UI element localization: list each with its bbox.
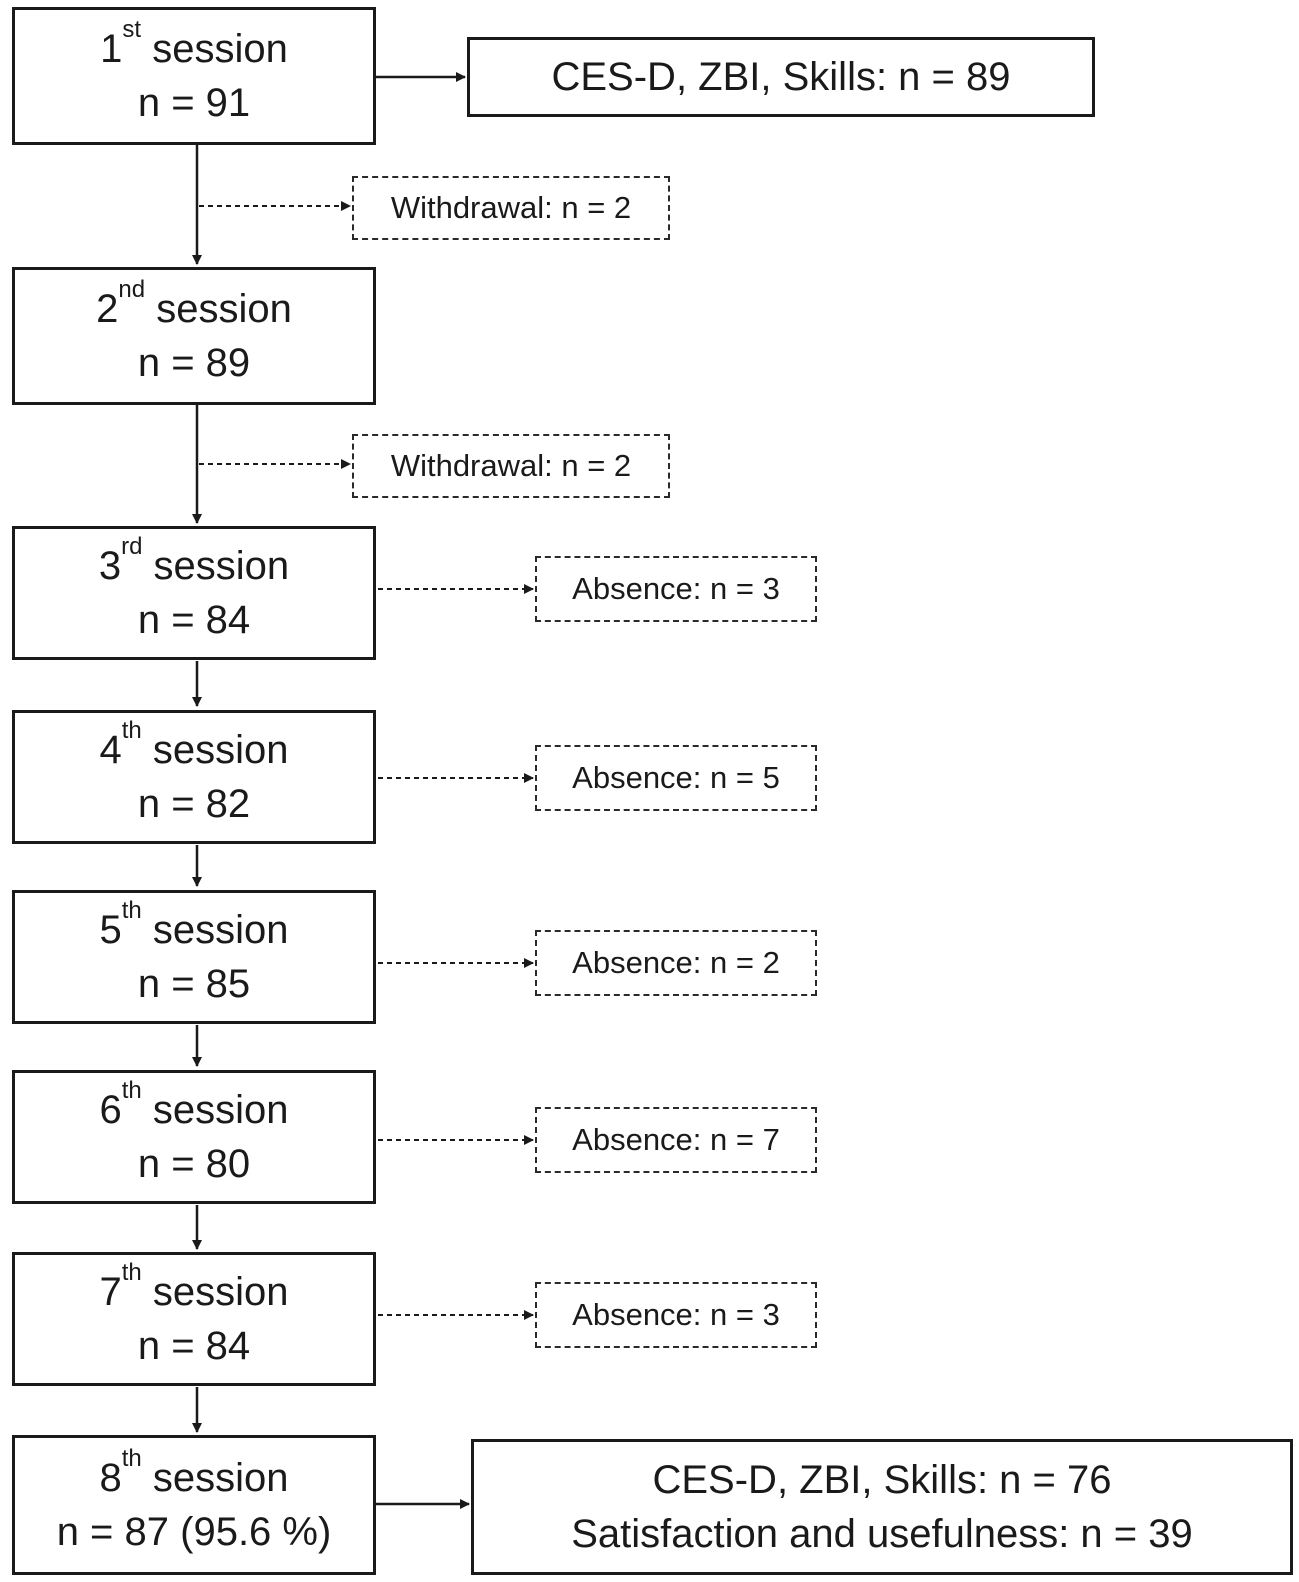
session-title: 3rd session: [98, 533, 290, 589]
absence-text: Absence: n = 3: [572, 1297, 780, 1332]
session-count: n = 89: [137, 341, 251, 385]
absence-text: Absence: n = 7: [572, 1122, 780, 1157]
session-count: n = 85: [137, 962, 251, 1006]
withdrawal-text: Withdrawal: n = 2: [390, 448, 632, 483]
session-title: 7th session: [99, 1259, 289, 1315]
absence-text: Absence: n = 2: [572, 945, 780, 980]
session-box-8: 8th session n = 87 (95.6 %): [12, 1435, 376, 1575]
absence-box-3: Absence: n = 3: [535, 556, 817, 622]
session-title: 6th session: [99, 1077, 289, 1133]
session-title: 4th session: [99, 717, 289, 773]
baseline-outcome-box: CES-D, ZBI, Skills: n = 89: [467, 37, 1095, 117]
absence-box-7: Absence: n = 3: [535, 1282, 817, 1348]
session-box-6: 6th session n = 80: [12, 1070, 376, 1204]
absence-box-5: Absence: n = 2: [535, 930, 817, 996]
session-count: n = 80: [137, 1142, 251, 1186]
session-title: 8th session: [99, 1445, 289, 1501]
session-box-5: 5th session n = 85: [12, 890, 376, 1024]
absence-text: Absence: n = 5: [572, 760, 780, 795]
session-box-2: 2nd session n = 89: [12, 267, 376, 405]
session-box-4: 4th session n = 82: [12, 710, 376, 844]
absence-box-6: Absence: n = 7: [535, 1107, 817, 1173]
session-box-3: 3rd session n = 84: [12, 526, 376, 660]
baseline-outcome-text: CES-D, ZBI, Skills: n = 89: [551, 55, 1011, 99]
absence-box-4: Absence: n = 5: [535, 745, 817, 811]
session-count: n = 87 (95.6 %): [56, 1510, 332, 1554]
session-count: n = 91: [137, 81, 251, 125]
session-box-7: 7th session n = 84: [12, 1252, 376, 1386]
final-outcome-box: CES-D, ZBI, Skills: n = 76 Satisfaction …: [471, 1439, 1293, 1575]
final-outcome-line1: CES-D, ZBI, Skills: n = 76: [652, 1458, 1112, 1502]
final-outcome-line2: Satisfaction and usefulness: n = 39: [571, 1512, 1193, 1556]
session-box-1: 1st session n = 91: [12, 7, 376, 145]
session-count: n = 84: [137, 598, 251, 642]
withdrawal-box-2: Withdrawal: n = 2: [352, 434, 670, 498]
session-count: n = 84: [137, 1324, 251, 1368]
withdrawal-text: Withdrawal: n = 2: [390, 190, 632, 225]
session-title: 5th session: [99, 897, 289, 953]
session-title: 2nd session: [96, 276, 292, 332]
absence-text: Absence: n = 3: [572, 571, 780, 606]
session-count: n = 82: [137, 782, 251, 826]
withdrawal-box-1: Withdrawal: n = 2: [352, 176, 670, 240]
session-title: 1st session: [100, 16, 288, 72]
